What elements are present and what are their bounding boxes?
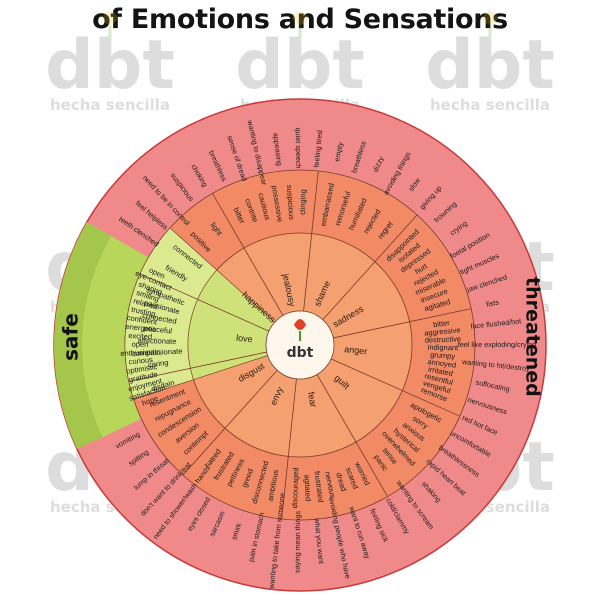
watermark-flower-icon xyxy=(292,11,308,25)
sensation-word: feel like exploding/crying xyxy=(458,340,536,349)
sector-divider xyxy=(128,351,267,382)
watermark-stem-icon xyxy=(298,26,302,40)
safe-word: excited xyxy=(128,331,152,341)
emotion-word: grumpy xyxy=(430,350,456,361)
center-circle xyxy=(265,310,335,380)
emotion-word: indignant xyxy=(428,343,460,353)
sector-divider xyxy=(316,374,388,497)
sensation-word: appeasing xyxy=(271,132,284,166)
emotion-word: discouraged xyxy=(290,467,300,508)
sector-divider xyxy=(182,369,278,476)
sensation-word: quiet speech xyxy=(294,128,303,169)
emotion-word: frustrated xyxy=(312,470,325,503)
sensation-word: saying mean things xyxy=(293,511,303,573)
sector-divider xyxy=(330,358,461,417)
emotion-word: bitter xyxy=(432,318,450,329)
watermark-logo-text: dbt xyxy=(45,26,175,105)
emotion-word: affectionate xyxy=(138,336,177,346)
sector-divider xyxy=(212,193,284,316)
safe-word: enthusiastic xyxy=(120,347,160,358)
safe-word: open xyxy=(132,340,149,349)
center-logo: dbt xyxy=(287,345,314,361)
safe-label: safe xyxy=(59,313,83,361)
watermark-flower-icon xyxy=(102,11,118,25)
core-emotion-love: love xyxy=(236,333,253,345)
emotion-word: destructive xyxy=(425,334,462,344)
emotion-word: caring xyxy=(147,358,168,370)
page-title: of Emotions and Sensations xyxy=(92,4,508,35)
watermark-stem-icon xyxy=(108,26,112,40)
sector-divider xyxy=(281,378,297,520)
threatened-label: threatened xyxy=(521,277,543,397)
emotion-word: aggressive xyxy=(424,325,461,337)
sector-divider xyxy=(303,170,319,312)
watermark-stem-icon xyxy=(488,26,492,40)
emotion-word: suspicious xyxy=(285,185,296,221)
emotion-word: annoyed xyxy=(427,357,457,370)
sector-divider xyxy=(333,308,472,339)
watermark-logo-text: dbt xyxy=(425,26,555,105)
watermark-logo-text: dbt xyxy=(235,26,365,105)
safe-word: curious xyxy=(128,355,153,366)
emotion-word: compassionate xyxy=(132,346,183,358)
sector-divider xyxy=(139,273,270,332)
sensation-word: empty xyxy=(332,141,345,162)
core-emotion-anger: anger xyxy=(344,344,368,356)
emotion-word: peaceful xyxy=(143,324,172,336)
sensation-word: fists xyxy=(485,297,500,309)
watermark-tagline: hecha sencilla xyxy=(430,96,550,114)
sensation-word: feeling tired xyxy=(312,130,324,168)
sensation-word: what you want xyxy=(313,517,326,565)
watermark-tagline: hecha sencilla xyxy=(50,96,170,114)
safe-word: energetic xyxy=(125,322,157,334)
core-emotion-fear: fear xyxy=(306,391,319,408)
safe-sensation-band xyxy=(82,236,149,438)
tulip-icon xyxy=(294,319,306,330)
emotion-word: clinging xyxy=(298,189,308,215)
sector-divider xyxy=(322,214,418,321)
stem-icon xyxy=(299,331,301,341)
emotion-word: agitated xyxy=(302,474,312,501)
watermark-flower-icon xyxy=(482,11,498,25)
